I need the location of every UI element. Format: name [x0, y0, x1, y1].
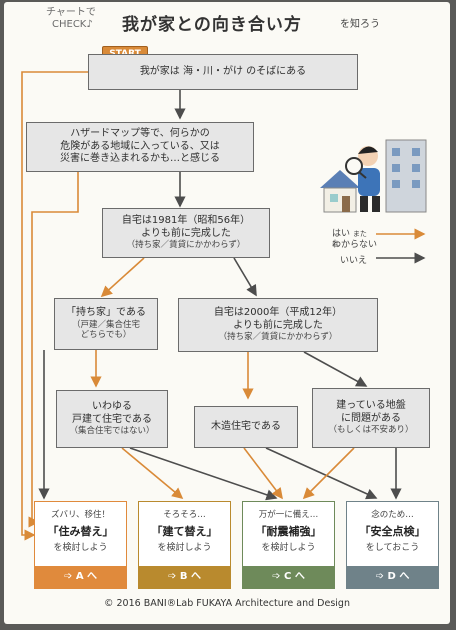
- action-text: を検討しよう: [53, 543, 108, 553]
- arrow-q1-yes: [21, 71, 88, 541]
- question-note: （持ち家／賃貸にかかわらず）: [126, 240, 246, 251]
- question-hazard-map: ハザードマップ等で、何らかの 危険がある地域に入っている、又は 災害に巻き込まれ…: [26, 122, 254, 172]
- check-line-1: チャートで: [46, 7, 96, 18]
- action-note: ズバリ、移住！: [51, 510, 110, 520]
- arrow-q6-no: [129, 447, 278, 501]
- action-d-inspect: 念のため… 「安全点検」 をしておこう ➩ D へ: [346, 501, 439, 589]
- question-note: どちらでも）: [80, 330, 132, 341]
- question-built-before-1981: 自宅は1981年（昭和56年） よりも前に完成した （持ち家／賃貸にかかわらず）: [102, 208, 270, 258]
- question-built-before-2000: 自宅は2000年（平成12年） よりも前に完成した （持ち家／賃貸にかかわらず）: [178, 298, 378, 352]
- action-title: 「安全点検」: [359, 525, 426, 538]
- question-note: （もしくは不安あり）: [328, 425, 414, 436]
- action-title: 「住み替え」: [47, 525, 114, 538]
- page-title: 我が家との向き合い方: [122, 15, 302, 35]
- action-note: そろそろ…: [163, 510, 206, 520]
- arrow-q7-yes: [243, 447, 283, 500]
- action-a-relocate: ズバリ、移住！ 「住み替え」 を検討しよう ➩ A へ: [34, 501, 127, 589]
- question-text: いわゆる: [92, 401, 132, 413]
- flowchart-card: チャートで CHECK♪ 我が家との向き合い方 を知ろう START 我が家は …: [4, 2, 450, 624]
- legend-yes-label: はい: [332, 229, 351, 239]
- action-note: 念のため…: [371, 510, 414, 520]
- question-ground-problem: 建っている地盤 に問題がある （もしくは不安あり）: [312, 388, 430, 448]
- action-title: 「耐震補強」: [255, 525, 322, 538]
- footer-copyright: © 2016 BANI®Lab FUKAYA Architecture and …: [103, 598, 350, 609]
- arrow-q6-yes: [121, 447, 184, 500]
- flow-arrows: [21, 71, 426, 541]
- house-inspection-illustration: [320, 139, 427, 213]
- check-line-2: CHECK♪: [52, 19, 93, 30]
- legend-no-label: いいえ: [340, 256, 368, 266]
- goto-c-link[interactable]: ➩ C へ: [243, 566, 334, 588]
- action-text: を検討しよう: [157, 543, 212, 553]
- question-text: 自宅は1981年（昭和56年）: [121, 215, 251, 227]
- question-note: （戸建／集合住宅: [71, 319, 140, 330]
- question-text: ハザードマップ等で、何らかの: [70, 128, 210, 140]
- action-b-rebuild: そろそろ… 「建て替え」 を検討しよう ➩ B へ: [138, 501, 231, 589]
- question-text: 災害に巻き込まれるかも…と感じる: [60, 153, 220, 165]
- legend-unknown-label: わからない: [332, 240, 378, 250]
- question-note: （持ち家／賃貸にかかわらず）: [218, 332, 338, 343]
- question-text: 戸建て住宅である: [72, 413, 152, 425]
- action-note: 万が一に備え…: [258, 510, 319, 520]
- arrow-q7-no: [265, 447, 378, 500]
- question-text: 建っている地盤: [336, 400, 406, 412]
- question-text: 木造住宅である: [211, 420, 281, 432]
- arrow-q8-yes: [302, 447, 355, 500]
- action-text: を検討しよう: [261, 543, 316, 553]
- legend-yes: はい または: [332, 226, 372, 249]
- question-wooden-house: 木造住宅である: [194, 406, 298, 448]
- question-text: 自宅は2000年（平成12年）: [213, 307, 343, 319]
- legend-or-label: または: [332, 230, 367, 248]
- question-note: （集合住宅ではない）: [69, 426, 155, 437]
- arrow-q5-no: [303, 351, 368, 387]
- question-detached-house: いわゆる 戸建て住宅である （集合住宅ではない）: [56, 390, 168, 448]
- goto-b-link[interactable]: ➩ B へ: [139, 566, 230, 588]
- action-text: をしておこう: [365, 543, 420, 553]
- question-text: 危険がある地域に入っている、又は: [60, 140, 220, 152]
- action-title: 「建て替え」: [151, 525, 218, 538]
- arrow-q3-yes: [100, 257, 145, 298]
- question-near-water: 我が家は 海・川・がけ のそばにある: [88, 54, 358, 90]
- question-text: 「持ち家」である: [66, 307, 146, 319]
- action-c-reinforce: 万が一に備え… 「耐震補強」 を検討しよう ➩ C へ: [242, 501, 335, 589]
- question-text: よりも前に完成した: [233, 319, 323, 331]
- question-text: 我が家は 海・川・がけ のそばにある: [139, 65, 307, 77]
- page-subtitle: を知ろう: [340, 19, 380, 30]
- question-owned-home: 「持ち家」である （戸建／集合住宅 どちらでも）: [54, 298, 158, 350]
- goto-a-link[interactable]: ➩ A へ: [35, 566, 126, 588]
- arrow-q3-no: [233, 257, 257, 297]
- question-text: よりも前に完成した: [141, 227, 231, 239]
- question-text: に問題がある: [341, 412, 401, 424]
- goto-d-link[interactable]: ➩ D へ: [347, 566, 438, 588]
